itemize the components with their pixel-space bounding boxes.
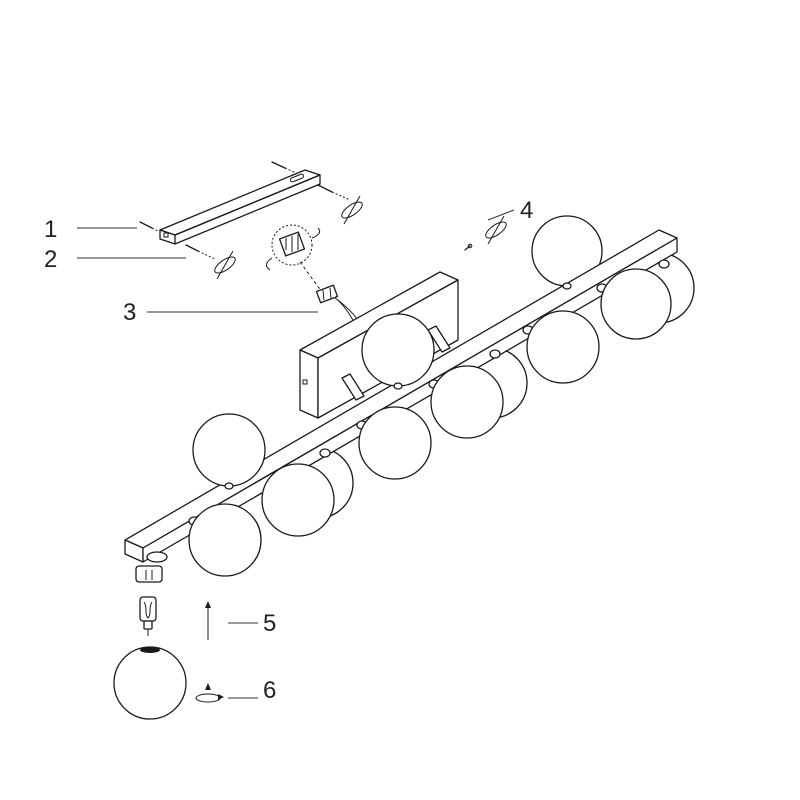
rotate-arrow-icon: [485, 215, 507, 245]
callout-6: 6: [263, 677, 276, 704]
callout-5: 5: [263, 610, 276, 637]
terminal-block: [315, 284, 359, 323]
globe: [430, 365, 504, 439]
twist-arrow-icon: [195, 683, 224, 703]
callout-4: 4: [520, 197, 533, 224]
globe: [600, 268, 672, 340]
globe: [188, 503, 262, 577]
open-socket: [135, 551, 168, 583]
globe: [526, 310, 600, 384]
mounting-bracket: [159, 169, 321, 245]
leader-line-4: [487, 209, 515, 221]
callout-2: 2: [44, 246, 57, 273]
rotate-arrow-icon: [341, 195, 363, 225]
arrow-up-icon: [205, 601, 211, 640]
glass-globe: [113, 646, 187, 720]
bracket-screw-left: [139, 221, 159, 232]
globes-front: [188, 268, 672, 577]
terminal-block-detail: [265, 224, 323, 293]
globe-necks: [224, 282, 572, 490]
callout-1: 1: [44, 216, 57, 243]
globe: [192, 413, 266, 487]
globe: [358, 406, 432, 480]
g9-bulb: [139, 596, 157, 636]
connector-rods: [341, 325, 451, 401]
callout-3: 3: [123, 299, 136, 326]
bracket-screw-right: [271, 161, 351, 201]
rotate-arrow-icon: [214, 250, 236, 280]
globe: [261, 463, 335, 537]
screw-part-4: [464, 243, 473, 251]
globe: [361, 313, 435, 387]
bracket-screw-lower: [185, 244, 216, 260]
